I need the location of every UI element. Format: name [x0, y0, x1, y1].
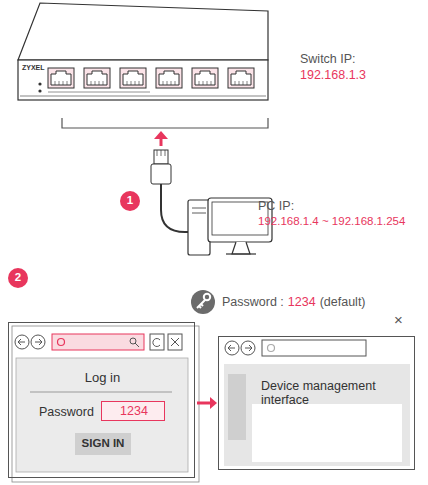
- close-mark: ×: [394, 311, 403, 328]
- default-note: (default): [320, 295, 366, 309]
- switch-illustration: [18, 3, 268, 100]
- password-field: 1234: [101, 401, 165, 421]
- ip-range: 192.168.1.4 ~ 192.168.1.254: [258, 215, 405, 228]
- ip-address: 192.168.1.3: [300, 68, 366, 82]
- callout-number: 2: [8, 271, 28, 284]
- ethernet-cable: [151, 150, 190, 232]
- default-password: 1234: [288, 295, 316, 309]
- browser-chrome: [12, 326, 199, 482]
- node-text: SIGN IN: [75, 437, 131, 450]
- browser-chrome: [224, 340, 410, 466]
- switch-ip-label: Switch IP:: [300, 52, 356, 66]
- node-text: 1234: [102, 404, 166, 418]
- callout-number: 1: [120, 194, 140, 207]
- flow-arrow: [197, 397, 217, 409]
- node-text: Device management interface: [261, 379, 409, 408]
- plug-arrow: [154, 131, 168, 146]
- port-bracket: [62, 118, 268, 128]
- browser-window: Device management interface: [218, 336, 415, 470]
- callout-circle: [8, 268, 28, 288]
- brand-label: ZYXEL: [22, 64, 45, 72]
- callout-circle: [120, 191, 140, 211]
- node-text: Password: [39, 405, 94, 419]
- browser-window: Log in Password 1234SIGN IN: [8, 322, 195, 478]
- sign-in-button: SIGN IN: [75, 433, 131, 455]
- key-icon: [191, 290, 215, 314]
- password-label: Password :: [222, 295, 284, 309]
- pc-ip-label: PC IP:: [258, 199, 294, 213]
- node-text: Log in: [9, 371, 196, 386]
